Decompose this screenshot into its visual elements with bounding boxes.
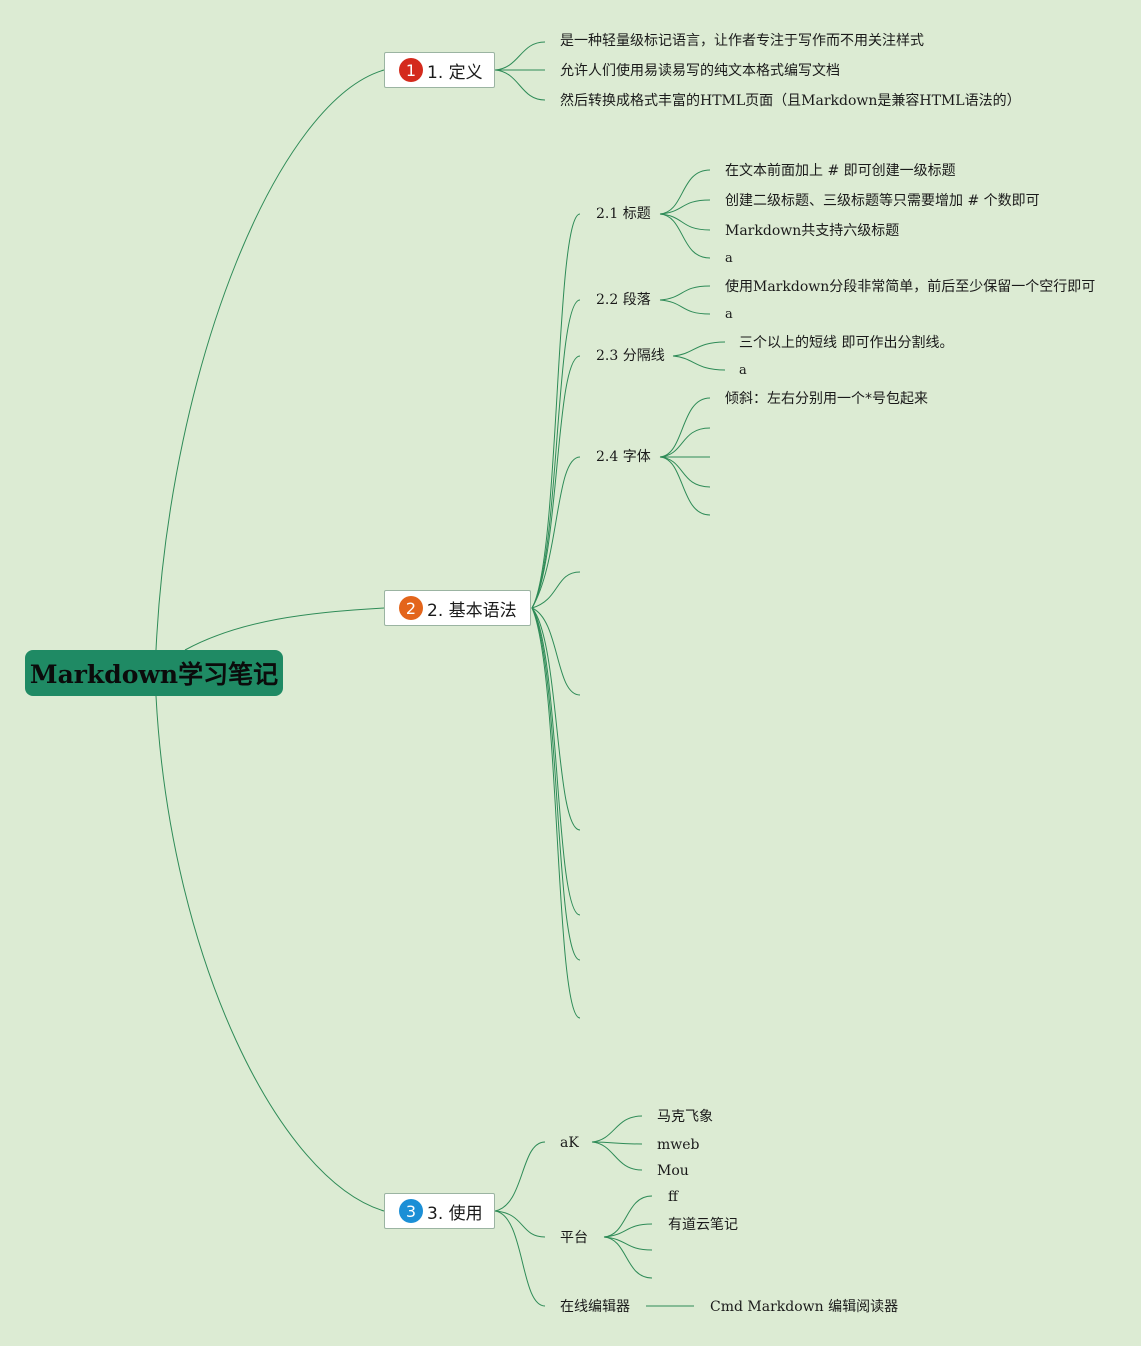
platform-item-2[interactable]: 有道云笔记 [668, 1217, 738, 1233]
link-root-usage [155, 695, 385, 1212]
ak-item-1[interactable]: 马克飞象 [657, 1109, 713, 1125]
definition-item-2[interactable]: 允许人们使用易读易写的纯文本格式编写文档 [560, 63, 840, 79]
root-topic[interactable]: Markdown学习笔记 [25, 650, 283, 696]
subtopic-paragraph[interactable]: 2.2 段落 [596, 292, 651, 308]
branch-syntax[interactable]: 2 2. 基本语法 [384, 590, 531, 626]
subtopic-platform[interactable]: 平台 [560, 1230, 588, 1246]
branch-definition-label: 1. 定义 [427, 62, 483, 83]
subtopic-online-editor[interactable]: 在线编辑器 [560, 1299, 630, 1315]
paragraph-item-2[interactable]: a [725, 307, 733, 322]
number-badge-icon: 1 [399, 58, 423, 82]
headings-item-4[interactable]: a [725, 251, 733, 266]
link-root-syntax [184, 607, 385, 651]
link-root-definition [155, 69, 385, 651]
headings-item-3[interactable]: Markdown共支持六级标题 [725, 223, 900, 239]
number-badge-icon: 3 [399, 1199, 423, 1223]
subtopic-headings[interactable]: 2.1 标题 [596, 206, 651, 222]
online-editor-item-1[interactable]: Cmd Markdown 编辑阅读器 [710, 1299, 899, 1315]
root-topic-label: Markdown学习笔记 [29, 660, 279, 689]
branch-definition[interactable]: 1 1. 定义 [384, 52, 495, 88]
definition-item-3[interactable]: 然后转换成格式丰富的HTML页面（且Markdown是兼容HTML语法的） [560, 93, 1021, 109]
branch-usage[interactable]: 3 3. 使用 [384, 1193, 495, 1229]
platform-item-1[interactable]: ff [668, 1189, 678, 1205]
number-badge-icon: 2 [399, 596, 423, 620]
font-item-1[interactable]: 倾斜：左右分别用一个*号包起来 [725, 391, 928, 407]
ak-item-3[interactable]: Mou [657, 1163, 689, 1179]
subtopic-font[interactable]: 2.4 字体 [596, 449, 651, 465]
subtopic-ak[interactable]: aK [560, 1135, 579, 1151]
paragraph-item-1[interactable]: 使用Markdown分段非常简单，前后至少保留一个空行即可 [725, 279, 1096, 295]
divider-item-2[interactable]: a [739, 363, 747, 378]
ak-item-2[interactable]: mweb [657, 1137, 700, 1153]
definition-item-1[interactable]: 是一种轻量级标记语言，让作者专注于写作而不用关注样式 [560, 33, 924, 49]
headings-item-1[interactable]: 在文本前面加上 # 即可创建一级标题 [725, 163, 956, 179]
divider-item-1[interactable]: 三个以上的短线 即可作出分割线。 [739, 335, 954, 351]
branch-syntax-label: 2. 基本语法 [427, 600, 517, 621]
headings-item-2[interactable]: 创建二级标题、三级标题等只需要增加 # 个数即可 [725, 193, 1040, 209]
branch-usage-label: 3. 使用 [427, 1203, 483, 1224]
subtopic-divider[interactable]: 2.3 分隔线 [596, 348, 665, 364]
